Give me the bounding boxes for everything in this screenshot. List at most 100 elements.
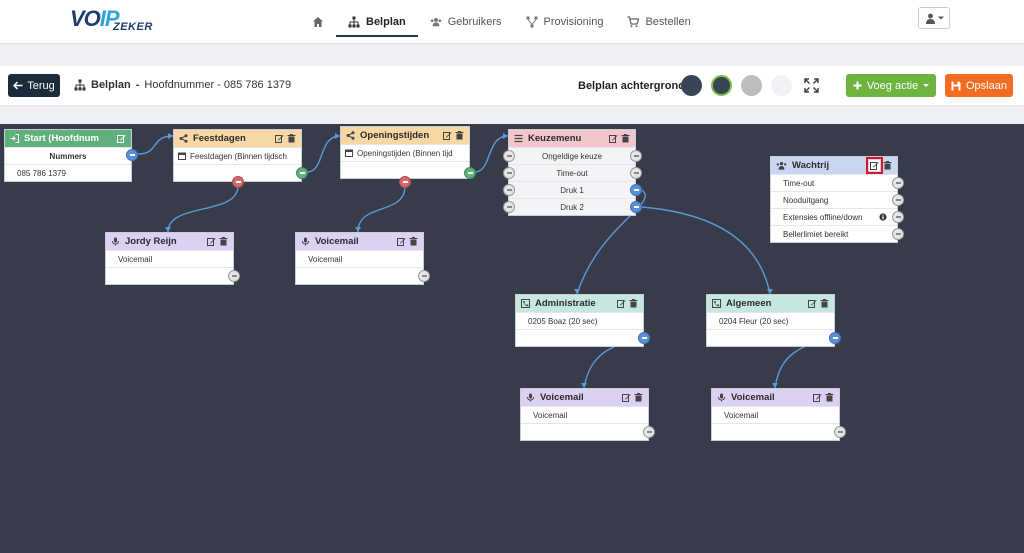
arrowhead-algemeen	[767, 289, 773, 294]
nav-belplan[interactable]: Belplan	[336, 7, 418, 37]
port-feestdagen-out[interactable]	[296, 167, 308, 179]
nav-bestellen[interactable]: Bestellen	[615, 7, 702, 37]
add-action-button[interactable]: Voeg actie	[846, 74, 936, 97]
voipzeker-logo[interactable]: VOIP ZEKER	[70, 6, 160, 34]
user-icon	[925, 13, 935, 24]
node-voicemail-2[interactable]: Voicemail Voicemail	[520, 388, 655, 441]
connector-feestdagen-openingstijden	[306, 135, 341, 173]
trash-icon[interactable]	[219, 237, 228, 246]
port-keuzemenu-druk1[interactable]	[630, 184, 642, 196]
breadcrumb-title: Belplan	[91, 79, 131, 91]
port-feestdagen-down[interactable]	[232, 176, 244, 188]
port-keuzemenu-druk2[interactable]	[630, 201, 642, 213]
nav-gebruikers[interactable]: Gebruikers	[418, 7, 514, 37]
nav-home[interactable]	[300, 7, 336, 37]
port-openingstijden-down[interactable]	[399, 176, 411, 188]
node-voicemail-1[interactable]: Voicemail Voicemail	[295, 232, 430, 285]
background-swatch-dark-selected[interactable]	[711, 75, 732, 96]
node-openingstijden[interactable]: Openingstijden Openingstijden (Binnen ti…	[340, 126, 476, 188]
microphone-icon	[112, 237, 119, 246]
node-start-header: Start (Hoofdnum	[5, 130, 131, 147]
port-algemeen-out[interactable]	[829, 332, 841, 344]
node-keuzemenu[interactable]: Keuzemenu Ongeldige keuze Time-out Druk …	[503, 129, 642, 216]
port-jordy-out[interactable]	[228, 270, 240, 282]
port-voicemail-1-out[interactable]	[418, 270, 430, 282]
trash-icon[interactable]	[621, 134, 630, 143]
node-algemeen[interactable]: Algemeen 0204 Fleur (20 sec)	[706, 294, 841, 347]
trash-icon[interactable]	[820, 299, 829, 308]
network-icon	[526, 16, 538, 28]
node-start-row-number: 085 786 1379	[5, 164, 131, 181]
share-icon	[346, 131, 355, 140]
port-voicemail-3-out[interactable]	[834, 426, 846, 438]
trash-icon[interactable]	[629, 299, 638, 308]
arrowhead-administratie	[574, 289, 580, 294]
arrowhead-jordy	[165, 227, 171, 232]
node-keuzemenu-header: Keuzemenu	[509, 130, 635, 147]
arrowhead-voicemail3	[772, 383, 778, 388]
port-keuzemenu-in-2[interactable]	[503, 167, 515, 179]
node-feestdagen[interactable]: Feestdagen Feestdagen (Binnen tijdsch	[173, 129, 308, 188]
port-keuzemenu-timeout[interactable]	[630, 167, 642, 179]
edit-icon[interactable]	[443, 131, 452, 140]
background-swatch-grey[interactable]	[741, 75, 762, 96]
user-menu-button[interactable]	[918, 7, 950, 29]
trash-icon[interactable]	[455, 131, 464, 140]
connector-openingstijden-voicemail	[357, 185, 406, 233]
node-feestdagen-row-schedule: Feestdagen (Binnen tijdsch	[174, 147, 301, 164]
expand-icon[interactable]	[804, 78, 819, 93]
cart-icon	[627, 16, 640, 28]
node-administratie[interactable]: Administratie 0205 Boaz (20 sec)	[515, 294, 650, 347]
edit-icon[interactable]	[275, 134, 284, 143]
node-voicemail-1-row: Voicemail	[296, 250, 423, 267]
trash-icon[interactable]	[409, 237, 418, 246]
background-label: Belplan achtergrond	[578, 80, 685, 92]
breadcrumb-subtitle: Hoofdnummer - 085 786 1379	[144, 79, 292, 91]
trash-icon[interactable]	[634, 393, 643, 402]
port-openingstijden-out[interactable]	[464, 167, 476, 179]
edit-icon[interactable]	[397, 237, 406, 246]
node-jordy-reijn[interactable]: Jordy Reijn Voicemail	[105, 232, 240, 285]
users-icon	[430, 17, 441, 27]
port-wachtrij-extensies[interactable]	[892, 211, 904, 223]
port-keuzemenu-in-1[interactable]	[503, 150, 515, 162]
node-wachtrij-row-timeout: Time-out	[771, 174, 897, 191]
wachtrij-edit-highlight[interactable]	[866, 157, 883, 174]
nav-provisioning[interactable]: Provisioning	[514, 7, 616, 37]
node-voicemail-2-row: Voicemail	[521, 406, 648, 423]
flow-canvas[interactable]: Start (Hoofdnum Nummers 085 786 1379 Fee…	[0, 124, 1024, 553]
port-wachtrij-nooduitgang[interactable]	[892, 194, 904, 206]
trash-icon[interactable]	[287, 134, 296, 143]
port-keuzemenu-in-4[interactable]	[503, 201, 515, 213]
edit-icon[interactable]	[609, 134, 618, 143]
node-wachtrij-header: Wachtrij	[771, 157, 897, 174]
background-swatch-dark[interactable]	[681, 75, 702, 96]
node-wachtrij[interactable]: Wachtrij Time-out Nooduitgang Extensies …	[770, 156, 904, 243]
info-icon[interactable]	[879, 213, 887, 221]
port-keuzemenu-ongeldig[interactable]	[630, 150, 642, 162]
home-icon	[313, 17, 323, 27]
port-wachtrij-bellerlimiet[interactable]	[892, 228, 904, 240]
node-start[interactable]: Start (Hoofdnum Nummers 085 786 1379	[4, 129, 138, 182]
back-button[interactable]: Terug	[8, 74, 60, 97]
edit-icon[interactable]	[617, 299, 626, 308]
edit-icon[interactable]	[808, 299, 817, 308]
port-keuzemenu-in-3[interactable]	[503, 184, 515, 196]
node-openingstijden-row-schedule: Openingstijden (Binnen tijd	[341, 144, 469, 161]
trash-icon[interactable]	[883, 161, 892, 170]
connector-feestdagen-jordy	[167, 185, 239, 233]
trash-icon[interactable]	[825, 393, 834, 402]
port-start-out[interactable]	[126, 149, 138, 161]
edit-icon[interactable]	[207, 237, 216, 246]
nav-label-provisioning: Provisioning	[543, 16, 604, 28]
edit-icon[interactable]	[622, 393, 631, 402]
edit-icon[interactable]	[117, 134, 126, 143]
save-button[interactable]: Opslaan	[945, 74, 1013, 97]
node-voicemail-3[interactable]: Voicemail Voicemail	[711, 388, 846, 441]
background-swatch-light[interactable]	[771, 75, 792, 96]
edit-icon[interactable]	[813, 393, 822, 402]
port-administratie-out[interactable]	[638, 332, 650, 344]
edit-icon[interactable]	[870, 161, 879, 170]
port-wachtrij-timeout[interactable]	[892, 177, 904, 189]
port-voicemail-2-out[interactable]	[643, 426, 655, 438]
